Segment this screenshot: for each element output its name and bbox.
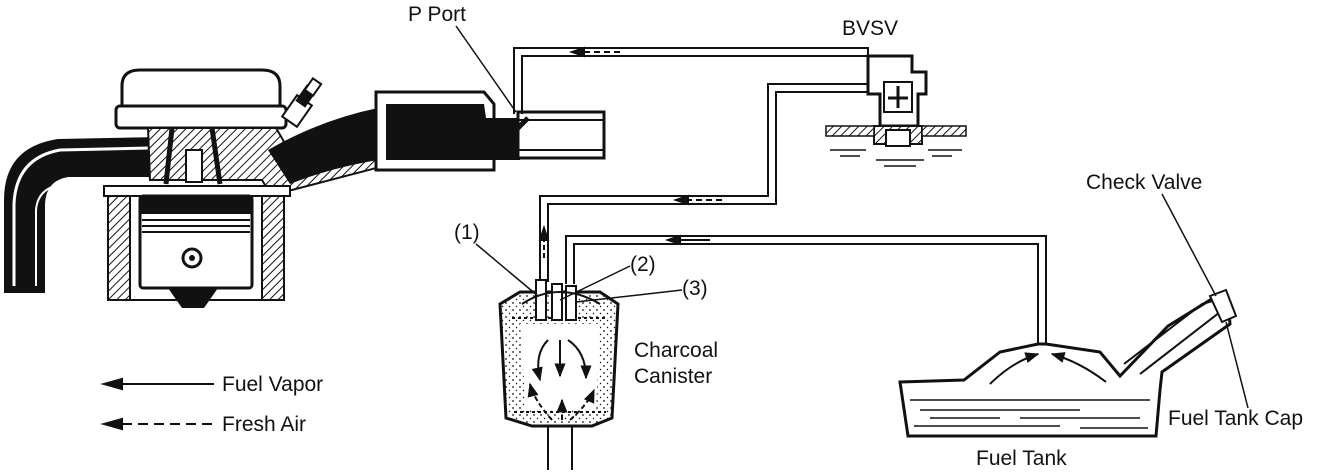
- fuel-tank: [898, 288, 1238, 438]
- port-2-label: (2): [630, 253, 656, 276]
- tank-to-canister-hose: [565, 235, 1047, 346]
- port-1-label: (1): [454, 221, 480, 244]
- charcoal-canister-label: Charcoal Canister: [634, 338, 718, 390]
- p-port-hose: [513, 47, 869, 114]
- intake-passage: [268, 108, 378, 184]
- canister-label-line1: Charcoal: [634, 339, 719, 362]
- check-valve-label: Check Valve: [1086, 171, 1203, 194]
- bvsv-valve: [825, 54, 967, 167]
- charcoal-canister: [498, 279, 620, 428]
- bvsv-label: BVSV: [842, 17, 899, 40]
- spark-plug: [280, 77, 323, 129]
- intake-runner: [4, 136, 161, 293]
- fuel-tank-label: Fuel Tank: [976, 447, 1067, 470]
- air-cleaner: [120, 68, 282, 110]
- callout-lines: [455, 25, 1249, 409]
- legend-fuel-vapor: Fuel Vapor: [222, 373, 324, 396]
- engine: [4, 68, 385, 308]
- flow-arrows: [538, 46, 722, 258]
- legend-lines: [100, 377, 214, 431]
- canister-label-line2: Canister: [634, 365, 713, 388]
- p-port-label: P Port: [408, 3, 466, 26]
- port-3-label: (3): [682, 277, 708, 300]
- fuel-tank-cap-label: Fuel Tank Cap: [1168, 407, 1304, 430]
- legend-fresh-air: Fresh Air: [222, 413, 307, 436]
- bvsv-to-canister-hose: [539, 83, 868, 282]
- piston: [138, 194, 254, 308]
- throttle-body: [374, 90, 606, 172]
